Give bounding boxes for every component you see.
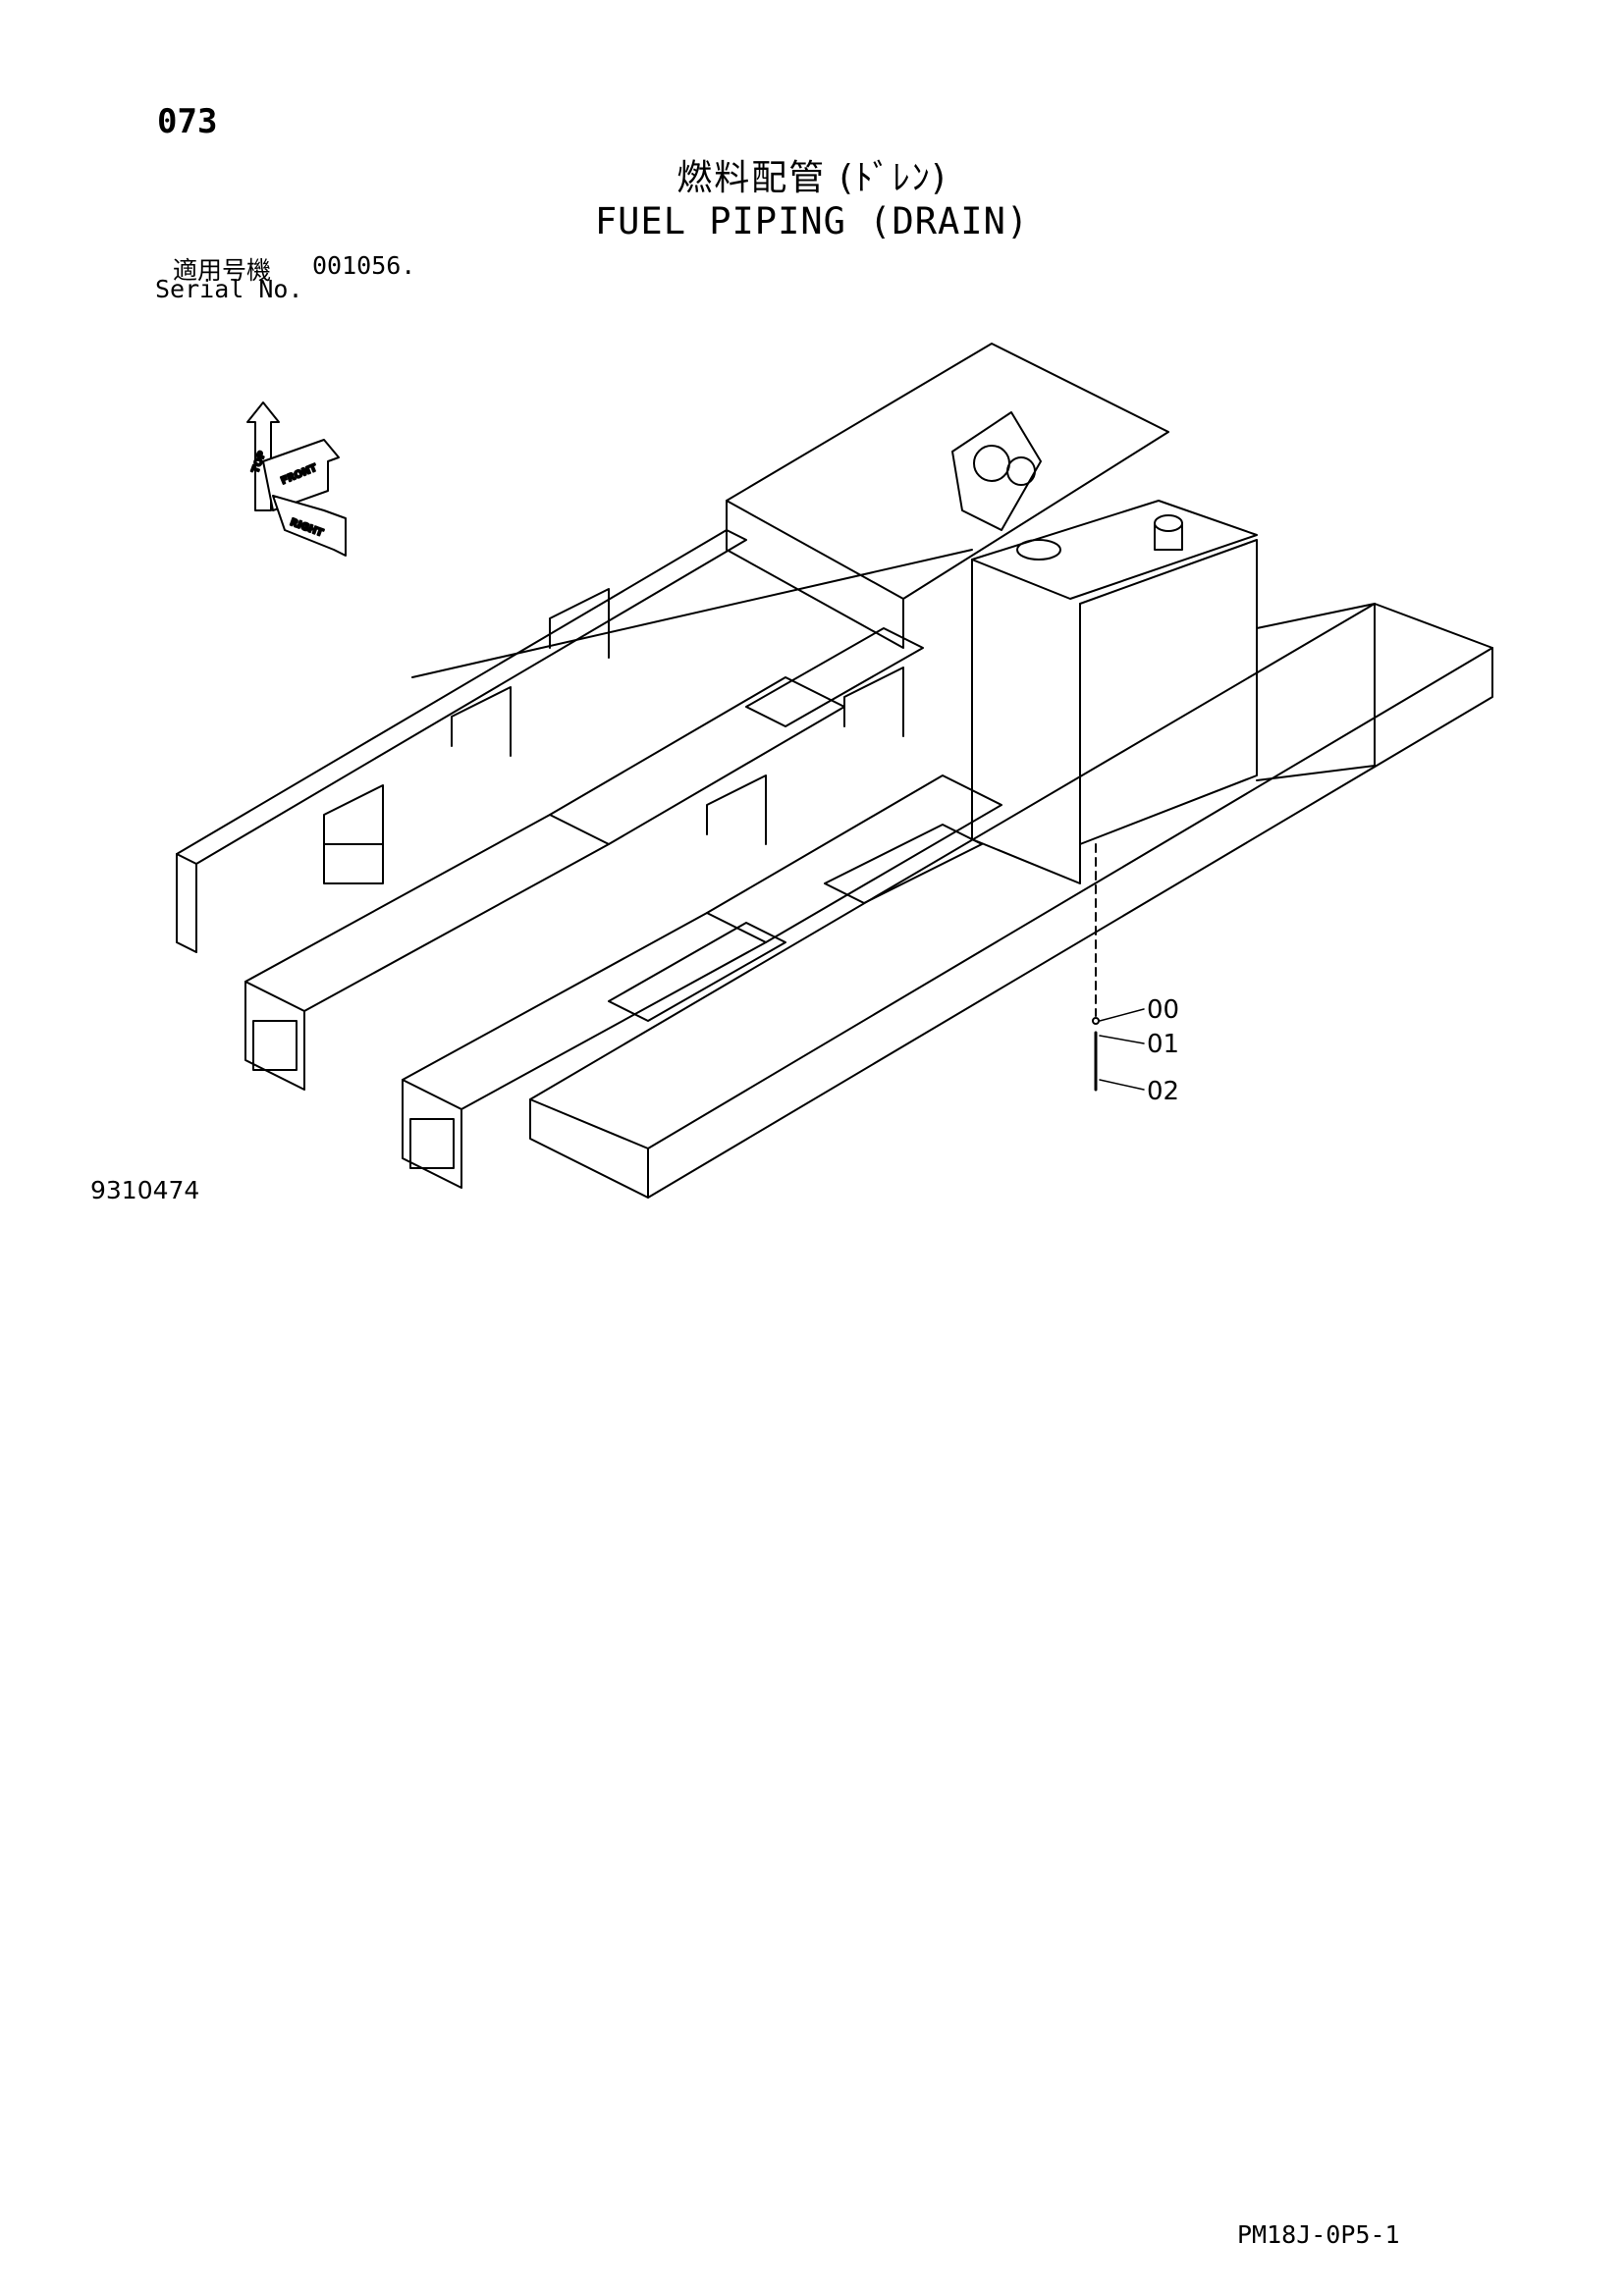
frame-exploded-diagram: TOP FRONT RIGHT <box>176 343 1493 1199</box>
document-code: PM18J-0P5-1 <box>1237 2220 1400 2249</box>
title-english: FUEL PIPING (DRAIN) <box>594 200 1030 242</box>
tank-structure <box>971 500 1258 884</box>
front-arms <box>244 676 1002 1189</box>
cross-members <box>323 588 983 1022</box>
orientation-indicator: TOP FRONT RIGHT <box>246 401 347 557</box>
page-number: 073 <box>157 102 218 141</box>
serial-label-english: Serial No. <box>155 275 303 303</box>
drain-hose-assembly <box>1092 843 1145 1092</box>
title-japanese: 燃料配管 (ﾄﾞﾚﾝ) <box>677 158 947 198</box>
serial-value: 001056. <box>312 251 416 280</box>
callout-01: 01 <box>1147 1030 1179 1059</box>
callout-02: 02 <box>1147 1077 1179 1106</box>
figure-number: 9310474 <box>90 1176 200 1204</box>
rear-platform <box>726 343 1169 649</box>
callout-00: 00 <box>1147 995 1179 1025</box>
frame-rails <box>176 529 1493 1199</box>
serial-label-japanese: 適用号機 <box>173 256 272 285</box>
